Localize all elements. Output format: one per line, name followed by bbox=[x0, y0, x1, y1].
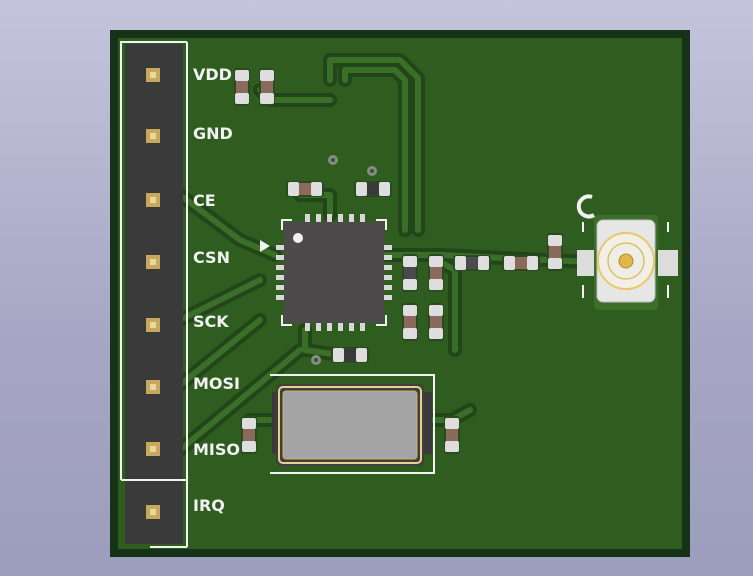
pin-label-sck: SCK bbox=[193, 312, 229, 331]
smd-passives bbox=[234, 68, 563, 454]
ufl-connector-icon bbox=[576, 194, 678, 310]
pin-label-gnd: GND bbox=[193, 124, 233, 143]
pin-label-irq: IRQ bbox=[193, 496, 225, 515]
chip-pin bbox=[316, 214, 321, 222]
pin-label-csn: CSN bbox=[193, 248, 230, 267]
smd-component bbox=[428, 303, 444, 341]
chip-pin bbox=[276, 255, 284, 260]
chip-pin bbox=[327, 323, 332, 331]
chip-pin bbox=[384, 245, 392, 250]
smd-component bbox=[234, 68, 250, 106]
chip-pin bbox=[305, 323, 310, 331]
smd-component bbox=[453, 255, 491, 271]
smd-component bbox=[259, 68, 275, 106]
chip-pin bbox=[276, 245, 284, 250]
smd-component bbox=[444, 416, 460, 454]
chip-pin bbox=[384, 285, 392, 290]
chip-pin bbox=[276, 285, 284, 290]
header-labels: VDD GND CE CSN SCK MOSI MISO IRQ bbox=[193, 65, 240, 515]
chip-pin bbox=[360, 214, 365, 222]
crystal-oscillator-icon bbox=[270, 374, 435, 474]
header-pads bbox=[146, 68, 160, 519]
pin1-dot bbox=[293, 233, 303, 243]
smd-component bbox=[331, 347, 369, 363]
smd-component bbox=[354, 181, 392, 197]
chip-pin bbox=[305, 214, 310, 222]
smd-component bbox=[428, 254, 444, 292]
smd-component bbox=[402, 303, 418, 341]
chip-pin bbox=[327, 214, 332, 222]
chip-pin bbox=[384, 255, 392, 260]
header-body bbox=[125, 44, 183, 544]
pin1-marker-icon bbox=[260, 240, 270, 252]
smd-component bbox=[502, 255, 540, 271]
chip-pin bbox=[384, 275, 392, 280]
pin-label-vdd: VDD bbox=[193, 65, 232, 84]
pin-header: VDD GND CE CSN SCK MOSI MISO IRQ bbox=[120, 41, 240, 548]
smd-component bbox=[241, 416, 257, 454]
smd-component bbox=[286, 181, 324, 197]
chip-pin bbox=[349, 214, 354, 222]
chip-pin bbox=[276, 295, 284, 300]
chip-pin bbox=[349, 323, 354, 331]
pin-label-mosi: MOSI bbox=[193, 374, 240, 393]
chip-pin bbox=[338, 323, 343, 331]
chip-pin bbox=[360, 323, 365, 331]
chip-pin bbox=[276, 275, 284, 280]
pin-label-ce: CE bbox=[193, 191, 216, 210]
pin-label-miso: MISO bbox=[193, 440, 240, 459]
header-silkscreen bbox=[120, 41, 187, 480]
chip-pin bbox=[384, 295, 392, 300]
smd-component bbox=[547, 233, 563, 271]
chip-pin bbox=[338, 214, 343, 222]
smd-component bbox=[402, 254, 418, 292]
chip-pin bbox=[384, 265, 392, 270]
chip-pin bbox=[276, 265, 284, 270]
chip-pin bbox=[316, 323, 321, 331]
qfn-chip-icon bbox=[260, 214, 392, 331]
vias bbox=[311, 155, 377, 365]
